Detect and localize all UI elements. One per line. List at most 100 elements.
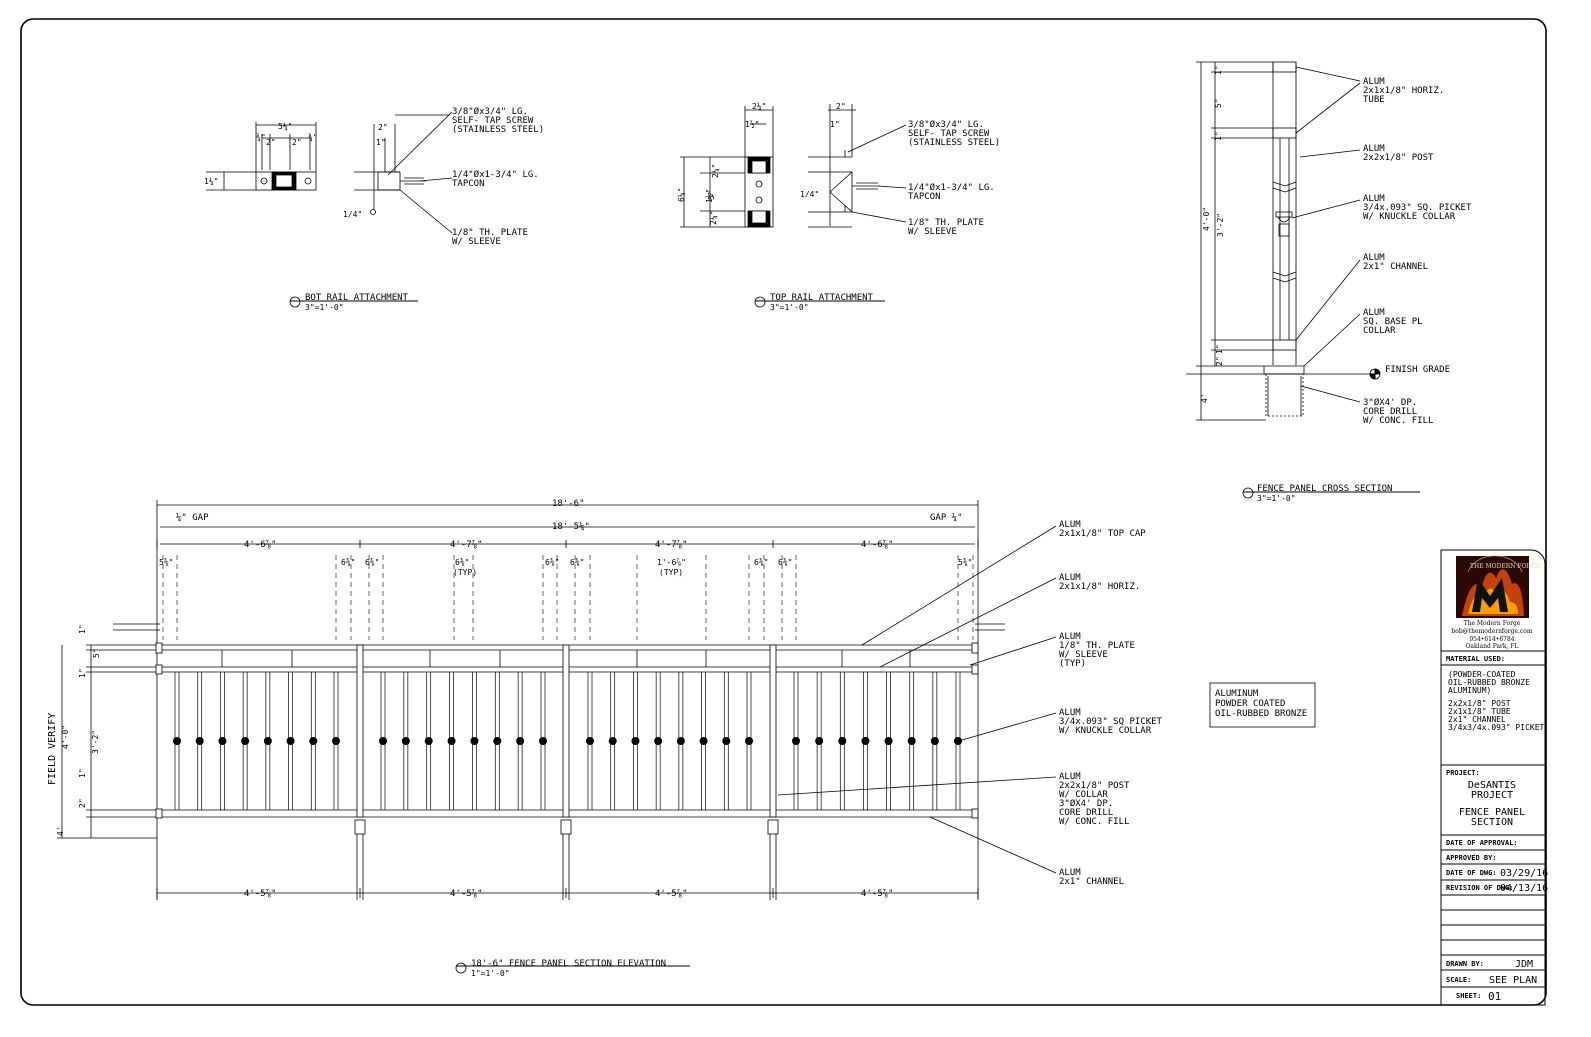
knuckle-collar [930,737,939,745]
svg-text:2x1x1/8" HORIZ.: 2x1x1/8" HORIZ. [1059,582,1140,592]
bot-rail-notes: 3/8"Øx3/4" LG. SELF- TAP SCREW (STAINLES… [305,106,544,312]
svg-text:2x1x1/8" HORIZ.: 2x1x1/8" HORIZ. [1363,86,1444,96]
svg-text:W/ CONC. FILL: W/ CONC. FILL [1363,416,1433,426]
svg-text:6⅜": 6⅜" [570,558,584,567]
svg-text:ALUMINUM: ALUMINUM [1215,689,1259,699]
knuckle-collar [907,737,916,745]
svg-text:2": 2" [836,102,846,111]
knuckle-collar [424,737,433,745]
svg-text:ALUM: ALUM [1059,520,1081,530]
sheet-number: 01 [1488,990,1501,1003]
end-plate [971,664,979,675]
svg-text:1½": 1½" [704,189,714,203]
top-rail-scale: 3"=1'-0" [770,303,809,312]
drawn-by: JDM [1515,959,1533,970]
svg-text:(STAINLESS STEEL): (STAINLESS STEEL) [908,138,1000,148]
svg-text:2x2x1/8" POST: 2x2x1/8" POST [1059,781,1130,791]
svg-text:1/8" TH. PLATE: 1/8" TH. PLATE [908,218,984,228]
svg-text:PROJECT: PROJECT [1471,790,1513,801]
svg-text:2": 2" [78,798,87,808]
svg-text:W/ SLEEVE: W/ SLEEVE [1059,650,1108,660]
svg-text:1½": 1½" [745,119,759,129]
elevation-frame [57,500,1057,974]
cross-section-dims: 1" 5" 1" 4'-0" 3'-2" 2" 1" 4' FINISH GRA… [1200,65,1450,403]
svg-text:bob@themodernforge.com: bob@themodernforge.com [1451,628,1533,635]
svg-text:ALUM: ALUM [1363,77,1385,87]
svg-text:1¼": 1¼" [204,177,218,186]
svg-text:(STAINLESS STEEL): (STAINLESS STEEL) [452,125,544,135]
knuckle-collar [954,737,962,745]
svg-text:SECTION: SECTION [1471,817,1513,828]
knuckle-collar [631,737,640,745]
svg-text:ALUM: ALUM [1363,253,1385,263]
svg-text:OIL-RUBBED BRONZE: OIL-RUBBED BRONZE [1215,709,1307,719]
knuckle-collar [676,737,685,745]
svg-text:2": 2" [1215,356,1224,366]
svg-text:4'-6⅞": 4'-6⅞" [244,540,277,550]
svg-text:SELF- TAP SCREW: SELF- TAP SCREW [452,116,534,126]
svg-text:PROJECT:: PROJECT: [1446,769,1480,777]
svg-text:REVISION OF DWG:: REVISION OF DWG: [1446,884,1513,892]
svg-text:1": 1" [78,668,87,678]
svg-text:5": 5" [92,648,101,658]
svg-text:2¼": 2¼" [711,164,720,178]
svg-text:SHEET:: SHEET: [1456,992,1481,1000]
post [562,644,570,818]
svg-text:APPROVED BY:: APPROVED BY: [1446,854,1497,862]
svg-text:(POWDER-COATED: (POWDER-COATED [1448,670,1516,679]
gap-left: ¼" GAP [176,513,209,523]
svg-text:6¼": 6¼" [677,188,686,202]
knuckle-collar [286,737,295,745]
end-plate [155,664,163,675]
svg-text:ALUM: ALUM [1059,708,1081,718]
svg-text:3'-2": 3'-2" [91,730,100,754]
end-plate [971,642,979,654]
knuckle-collar [447,737,456,745]
svg-text:DATE OF APPROVAL:: DATE OF APPROVAL: [1446,839,1518,847]
svg-text:6⅜": 6⅜" [341,558,355,567]
title-block-fields: MATERIAL USED: (POWDER-COATED OIL-RUBBED… [1446,655,1548,1003]
knuckle-collar [654,737,663,745]
svg-text:4'-5⅞": 4'-5⅞" [655,889,688,899]
svg-text:The Modern Forge: The Modern Forge [1464,620,1521,627]
inner-dim: 18'-5¼" [552,522,590,532]
svg-text:ALUM: ALUM [1363,308,1385,318]
elevation-notes: ALUM 2x1x1/8" TOP CAP ALUM 2x1x1/8" HORI… [471,520,1163,978]
svg-text:954•614•6784: 954•614•6784 [1469,636,1514,643]
knuckle-collar [195,737,204,745]
post-collar [560,819,572,835]
revision-date: 04/13/16 [1500,883,1548,894]
svg-text:(TYP): (TYP) [453,568,477,577]
svg-text:CORE DRILL: CORE DRILL [1059,808,1113,818]
cross-section-detail [1186,61,1420,499]
svg-text:TAPCON: TAPCON [452,179,485,189]
knuckle-collar [586,737,594,745]
svg-text:W/ CONC. FILL: W/ CONC. FILL [1059,817,1129,827]
svg-text:CORE DRILL: CORE DRILL [1363,407,1417,417]
svg-text:4'-0": 4'-0" [1202,207,1211,231]
svg-text:6⅜": 6⅜" [545,558,559,567]
knuckle-collar [173,737,181,745]
svg-text:DRAWN BY:: DRAWN BY: [1446,960,1484,968]
logo-text: THE MODERN FORGE [1470,563,1540,570]
scale-value: SEE PLAN [1489,975,1537,986]
svg-text:1/4"Øx1-3/4" LG.: 1/4"Øx1-3/4" LG. [908,182,995,193]
svg-text:ALUM: ALUM [1059,772,1081,782]
knuckle-collar [493,737,502,745]
knuckle-collar [218,737,227,745]
post-collar [767,819,779,835]
svg-text:3"ØX4' DP.: 3"ØX4' DP. [1059,798,1113,809]
svg-text:2": 2" [378,123,388,132]
company-info: The Modern Forge bob@themodernforge.com … [1451,620,1533,650]
knuckle-collar [792,737,800,745]
svg-text:5⅜": 5⅜" [958,558,972,567]
svg-text:1/4": 1/4" [343,210,362,219]
svg-text:1/8" TH. PLATE: 1/8" TH. PLATE [1059,641,1135,651]
svg-text:3"ØX4' DP.: 3"ØX4' DP. [1363,397,1417,408]
post-collar [354,819,366,835]
svg-text:ALUM: ALUM [1363,144,1385,154]
svg-text:(TYP): (TYP) [659,568,683,577]
knuckle-collar [608,737,617,745]
svg-text:2¼": 2¼" [752,102,766,111]
svg-text:4'-5⅞": 4'-5⅞" [861,889,894,899]
